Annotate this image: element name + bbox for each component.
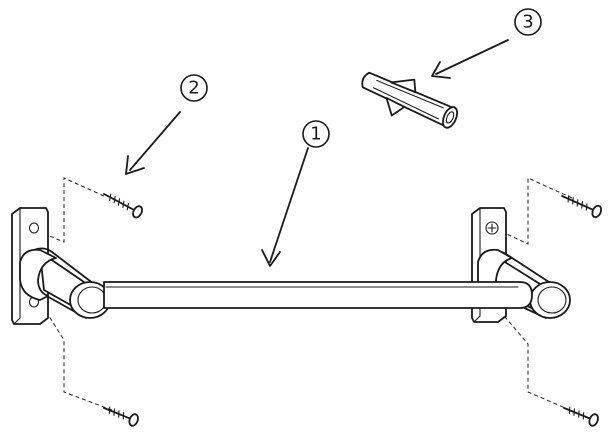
callout-2-label: 2: [188, 78, 199, 99]
right-top-screw-head: [485, 221, 499, 235]
dashed-guides: [39, 177, 573, 411]
callout-3-label: 3: [522, 12, 533, 33]
callout-1-label: 1: [310, 124, 321, 145]
callout-1-badge: 1: [302, 120, 330, 148]
towel-bar-rod: [103, 281, 533, 309]
wall-anchor: [361, 71, 459, 129]
left-bracket: [11, 207, 111, 325]
callout-2-badge: 2: [180, 74, 208, 102]
screw-left-top: [103, 193, 143, 219]
screw-right-bottom: [563, 406, 599, 427]
screw-left-bottom: [103, 406, 139, 427]
callout-3-badge: 3: [514, 8, 542, 36]
leader-arrows: [125, 39, 509, 267]
screw-right-top: [561, 195, 603, 219]
